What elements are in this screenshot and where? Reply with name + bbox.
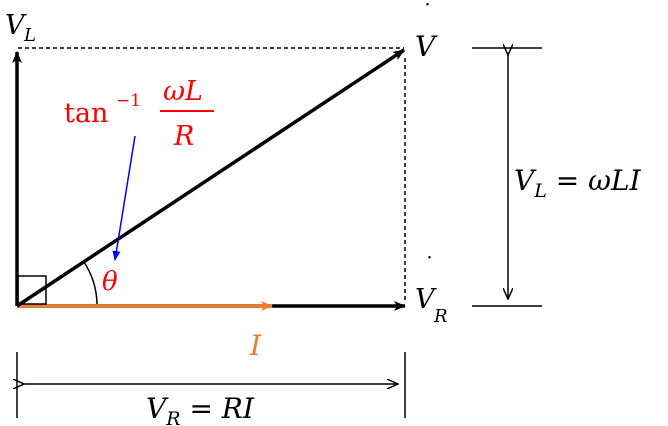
angle-annotation: tan −1 ωL R <box>64 76 214 152</box>
vr-label: ˙ V R <box>415 254 448 327</box>
svg-text:˙: ˙ <box>424 254 435 279</box>
svg-text:−1: −1 <box>116 91 141 111</box>
svg-text:ωL: ωL <box>163 76 203 107</box>
pointer-arrow <box>112 135 136 261</box>
svg-text:L: L <box>23 25 36 46</box>
vl-label: ˙ V L <box>5 0 36 46</box>
svg-text:V: V <box>415 30 438 63</box>
v-label: ˙ V <box>415 1 438 63</box>
svg-text:˙: ˙ <box>258 303 269 328</box>
svg-text:V: V <box>415 284 437 315</box>
current-label: ˙ I <box>249 303 269 362</box>
svg-text:VL = ωLI: VL = ωLI <box>514 164 642 202</box>
svg-text:R: R <box>173 121 194 152</box>
theta-label: θ <box>102 267 118 297</box>
svg-text:I: I <box>249 329 262 362</box>
svg-text:V: V <box>5 10 27 41</box>
svg-text:tan: tan <box>64 98 108 129</box>
svg-text:˙: ˙ <box>9 0 20 9</box>
vr-equation: VR = RI <box>146 392 255 426</box>
vl-equation: VL = ωLI <box>514 164 642 202</box>
svg-text:˙: ˙ <box>422 1 433 26</box>
v-vector <box>16 48 405 308</box>
svg-text:R: R <box>433 306 448 327</box>
theta-arc <box>83 261 98 305</box>
right-angle-mark <box>17 275 47 305</box>
svg-text:VR = RI: VR = RI <box>146 392 255 426</box>
